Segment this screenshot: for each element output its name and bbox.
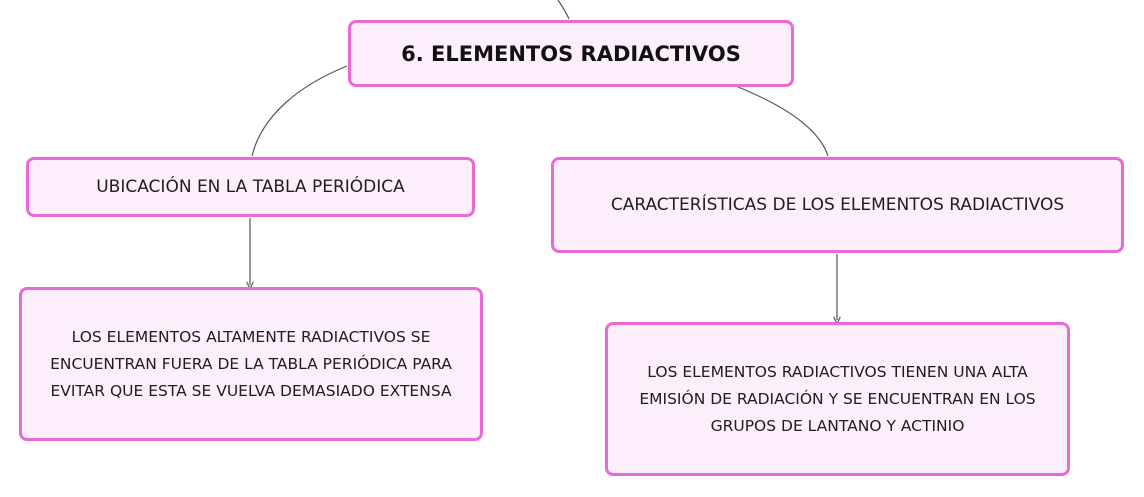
root-topic-node[interactable]: 6. ELEMENTOS RADIACTIVOS — [348, 20, 794, 87]
location-detail-text: LOS ELEMENTOS ALTAMENTE RADIACTIVOS SE E… — [50, 327, 452, 400]
connector-root-to-right-branch — [737, 86, 829, 157]
connector-root-to-left-branch — [251, 65, 348, 157]
parent-connector — [557, 0, 570, 20]
root-topic-label: 6. ELEMENTOS RADIACTIVOS — [401, 41, 741, 66]
characteristics-topic-label: CARACTERÍSTICAS DE LOS ELEMENTOS RADIACT… — [610, 195, 1065, 215]
characteristics-detail-node[interactable]: LOS ELEMENTOS RADIACTIVOS TIENEN UNA ALT… — [605, 322, 1070, 476]
characteristics-detail-text: LOS ELEMENTOS RADIACTIVOS TIENEN UNA ALT… — [639, 362, 1036, 435]
location-detail-node[interactable]: LOS ELEMENTOS ALTAMENTE RADIACTIVOS SE E… — [19, 287, 483, 441]
location-topic-node[interactable]: UBICACIÓN EN LA TABLA PERIÓDICA — [26, 157, 475, 217]
location-topic-label: UBICACIÓN EN LA TABLA PERIÓDICA — [96, 177, 405, 197]
characteristics-topic-node[interactable]: CARACTERÍSTICAS DE LOS ELEMENTOS RADIACT… — [551, 157, 1124, 253]
